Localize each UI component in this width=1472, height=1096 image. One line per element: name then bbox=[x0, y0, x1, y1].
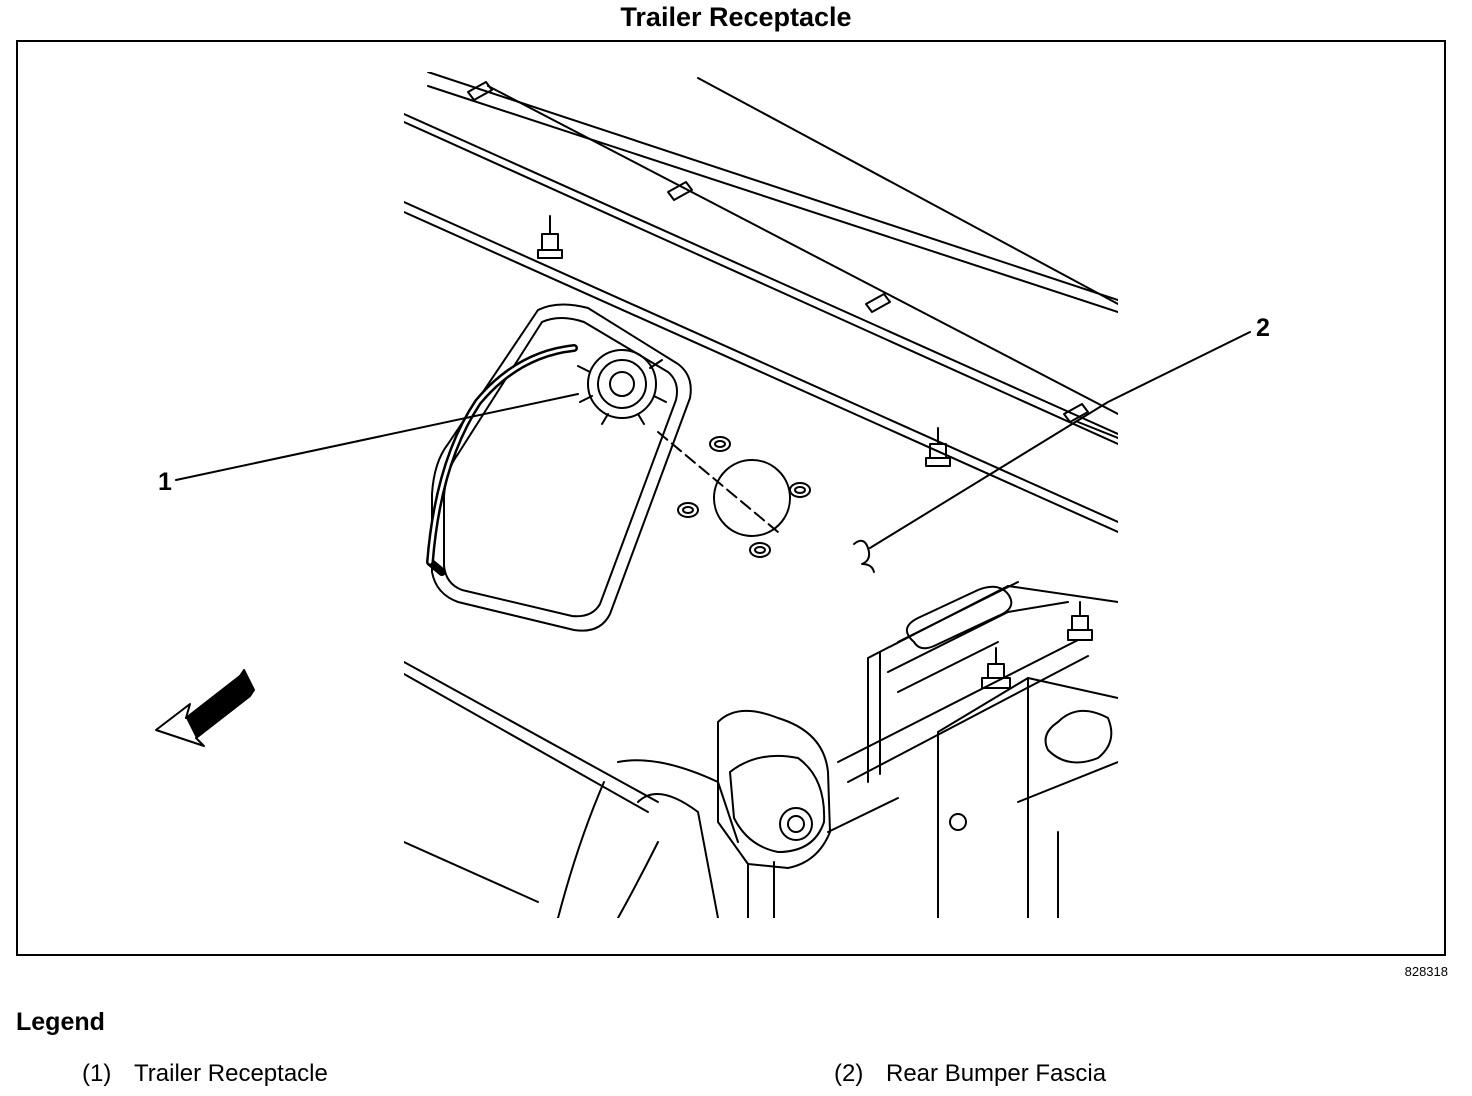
nut-grommets bbox=[677, 436, 811, 558]
legend-item-number: (1) bbox=[82, 1060, 112, 1087]
legend-item-label: Rear Bumper Fascia bbox=[886, 1060, 1107, 1087]
line-drawing bbox=[155, 72, 1251, 918]
front-direction-arrow bbox=[155, 669, 255, 747]
stud-left bbox=[537, 215, 563, 259]
legend-item-label: Trailer Receptacle bbox=[134, 1060, 328, 1087]
legend-item-number: (2) bbox=[834, 1060, 864, 1087]
hitch-mount-drawing bbox=[557, 709, 899, 918]
trailer-receptacle-drawing bbox=[577, 349, 667, 425]
callout-1-leader bbox=[175, 393, 579, 481]
diagram-title: Trailer Receptacle bbox=[620, 2, 852, 32]
callout-2-leader bbox=[869, 331, 1251, 549]
legend-item-2: (2) Rear Bumper Fascia bbox=[834, 1060, 1106, 1088]
legend-title: Legend bbox=[16, 1008, 105, 1036]
callout-2: 2 bbox=[1256, 314, 1270, 342]
callout-1: 1 bbox=[158, 468, 172, 496]
stud-right bbox=[925, 427, 951, 467]
frame-bracket-drawing bbox=[837, 581, 1118, 918]
figure-id: 828318 bbox=[1404, 964, 1448, 979]
bumper-assembly-drawing bbox=[404, 72, 1118, 918]
illustration-frame: 1 2 bbox=[16, 40, 1446, 956]
legend-item-1: (1) Trailer Receptacle bbox=[82, 1060, 328, 1088]
